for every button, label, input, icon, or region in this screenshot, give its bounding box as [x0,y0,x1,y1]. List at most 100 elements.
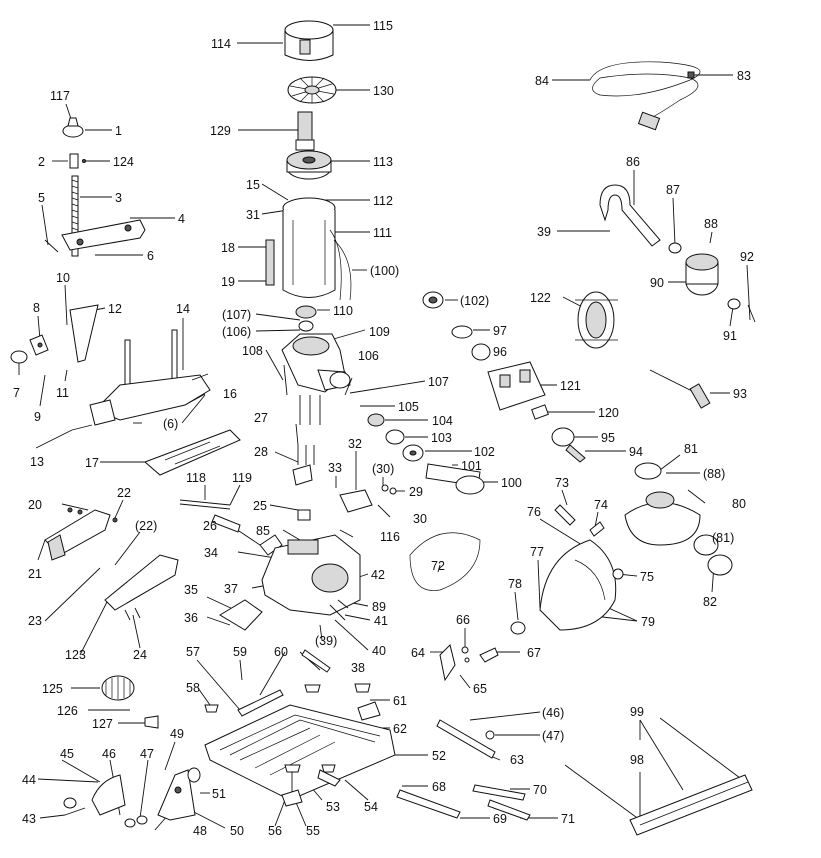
callout-2: 2 [38,155,45,169]
blade-guard-80 [624,491,701,546]
callout-35: 35 [184,583,198,597]
callout-59: 59 [233,645,247,659]
bar-12 [69,304,99,363]
saw-housing-34 [261,534,361,616]
callout-20: 20 [28,498,42,512]
callout-32: 32 [348,437,362,451]
callout-29: 29 [409,485,423,499]
callout-12: 12 [108,302,122,316]
callout-51: 51 [212,787,226,801]
callout-7: 7 [13,386,20,400]
bracket-25 [297,509,311,521]
callout-38: 38 [351,661,365,675]
block-28 [292,464,313,486]
ring-91 [727,298,741,310]
callout-52: 52 [432,749,446,763]
callout-88: 88 [704,217,718,231]
callout-81p: (81) [712,531,734,545]
callout-61: 61 [393,694,407,708]
callout-92: 92 [740,250,754,264]
callout-63: 63 [510,753,524,767]
callout-46p: (46) [542,706,564,720]
callout-5: 5 [38,191,45,205]
spring-ring-72 [409,532,481,591]
callout-112: 112 [373,194,393,208]
callout-25: 25 [253,499,267,513]
shaft-129 [295,111,315,151]
callout-121: 121 [560,379,581,393]
knob-95-94 [551,427,586,463]
callout-58: 58 [186,681,200,695]
callout-33: 33 [328,461,342,475]
callout-74: 74 [594,498,608,512]
callout-40: 40 [372,644,386,658]
callout-90: 90 [650,276,664,290]
washer-102p [422,291,444,309]
callout-49: 49 [170,727,184,741]
callout-21: 21 [28,567,42,581]
callout-42: 42 [371,568,385,582]
screws-27 [297,445,315,465]
callout-13: 13 [30,455,44,469]
callout-117: 117 [50,89,70,103]
callout-120: 120 [598,406,619,420]
callout-39: 39 [537,225,551,239]
callout-34: 34 [204,546,218,560]
callout-55: 55 [306,824,320,838]
screw-74 [589,521,605,537]
callout-30p: (30) [372,462,394,476]
callout-10: 10 [56,271,70,285]
callout-64: 64 [411,646,425,660]
callout-3: 3 [115,191,122,205]
callout-88p: (88) [703,467,725,481]
callout-108: 108 [242,344,263,358]
callout-125: 125 [42,682,63,696]
latch-26 [259,534,283,556]
callout-47: 47 [140,747,154,761]
bars-70-71 [472,784,531,821]
clamps-56-55 [281,789,303,807]
callout-100p: (100) [370,264,399,278]
callout-79: 79 [641,615,655,629]
bushing-122 [575,291,618,349]
plate-32 [339,489,373,513]
callout-97: 97 [493,324,507,338]
clamp-62 [357,701,381,721]
callout-45: 45 [60,747,74,761]
threaded-rod-3 [71,175,79,257]
callout-62: 62 [393,722,407,736]
callout-107p: (107) [222,308,251,322]
callout-1: 1 [115,124,122,138]
screws-41-39 [329,599,349,621]
bracket-127 [144,715,159,729]
screw-5 [44,239,59,253]
brush-holder-121 [487,361,546,411]
power-cord-84-83 [589,61,701,131]
callout-19: 19 [221,275,235,289]
callout-87: 87 [666,183,680,197]
callout-47p: (47) [542,729,564,743]
screw-29-30 [381,484,397,495]
callout-9: 9 [34,410,41,424]
callout-91: 91 [723,329,737,343]
callout-81: 81 [684,442,698,456]
callout-43: 43 [22,812,36,826]
callout-78: 78 [508,577,522,591]
callout-95: 95 [601,431,615,445]
lever-64-67 [439,644,499,682]
callout-126: 126 [57,704,78,718]
callout-76: 76 [527,505,541,519]
callout-27: 27 [254,411,268,425]
callout-70: 70 [533,783,547,797]
knob-7 [10,350,28,364]
bearing-plate-113 [286,150,332,180]
callout-123: 123 [65,648,86,662]
depth-stop-1 [62,117,84,138]
parallel-guide-14-16 [89,329,211,426]
callout-130: 130 [373,84,394,98]
callout-69: 69 [493,812,507,826]
callout-46: 46 [102,747,116,761]
ring-97 [451,325,473,339]
callout-115: 115 [373,19,393,33]
callout-109: 109 [369,325,390,339]
